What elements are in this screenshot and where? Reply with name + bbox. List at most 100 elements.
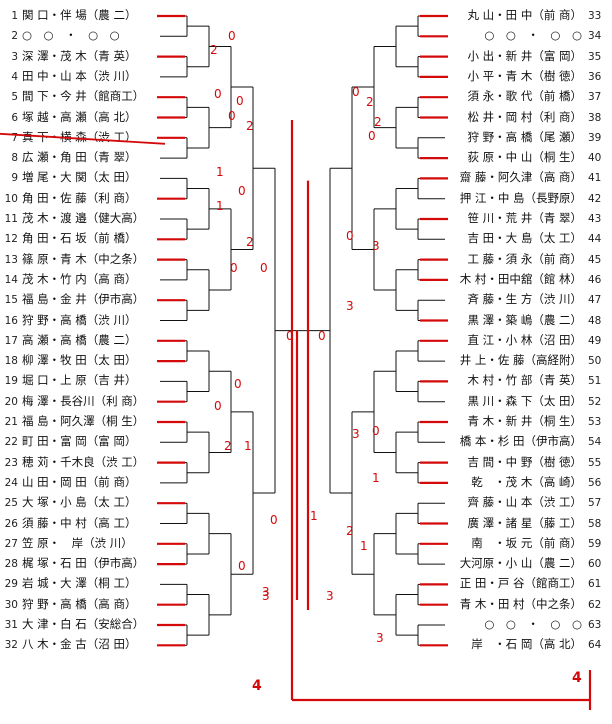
entry-number: 53 xyxy=(588,416,602,428)
score-mark: 0 xyxy=(236,94,244,108)
right-entry-row: 橋 本・杉 田（伊市高）54 xyxy=(420,432,610,450)
right-entry-row: 須 永・歌 代（前 橋）37 xyxy=(420,87,610,105)
score-mark: 0 xyxy=(368,129,376,143)
entry-number: 26 xyxy=(4,517,18,530)
right-entry-row: 荻 原・中 山（桐 生）40 xyxy=(420,148,610,166)
score-mark: 2 xyxy=(210,43,218,57)
entry-number: 33 xyxy=(588,10,602,22)
entry-number: 48 xyxy=(588,314,602,327)
right-entry-row: 正 田・戸 谷（館商工）61 xyxy=(420,574,610,592)
entry-pair-name: 塚 越・高 瀬（高 北） xyxy=(22,109,137,124)
entry-pair-name: 黒 澤・築 嶋（農 二） xyxy=(467,312,582,327)
score-mark: 3 xyxy=(326,589,334,603)
entry-pair-name: 梅 澤・長谷川（利 商） xyxy=(22,393,145,408)
bottom-left-number: 4 xyxy=(252,678,262,694)
entry-number: 22 xyxy=(4,436,18,449)
score-mark: 0 xyxy=(228,29,236,43)
score-mark: 0 xyxy=(346,229,354,243)
score-mark: 1 xyxy=(310,509,318,523)
entry-number: 8 xyxy=(11,152,18,165)
entry-number: 63 xyxy=(588,619,602,631)
right-entry-row: 小 出・新 井（富 岡）35 xyxy=(420,47,610,65)
right-entry-row: 丸 山・田 中（前 商） 33 xyxy=(420,6,610,24)
score-mark: 1 xyxy=(372,471,380,485)
entry-pair-name: ○ ○ ・ ○ ○ xyxy=(22,28,120,43)
entry-number: 37 xyxy=(588,91,602,104)
entry-pair-name: 堀 口・上 原（吉 井） xyxy=(22,373,137,388)
entry-pair-name: 福 島・阿久澤（桐 生） xyxy=(22,414,145,428)
entry-number: 56 xyxy=(588,476,602,489)
entry-number: 46 xyxy=(588,273,602,286)
entry-number: 12 xyxy=(4,233,18,246)
right-entry-row: 松 井・岡 村（利 商）38 xyxy=(420,108,610,126)
right-entry-row: 青 木・田 村（中之条）62 xyxy=(420,595,610,613)
entry-number: 64 xyxy=(588,639,602,652)
right-entry-row: 笹 川・荒 井（青 翠）43 xyxy=(420,209,610,227)
entry-number: 11 xyxy=(4,213,18,225)
score-mark: 2 xyxy=(246,119,254,133)
entry-number: 30 xyxy=(4,598,18,611)
left-entry-row: 9 増 尾・大 関（太 田） xyxy=(0,168,136,186)
entry-number: 39 xyxy=(588,131,602,144)
entry-pair-name: 斉 藤・生 方（渋 川） xyxy=(467,292,582,307)
right-entry-row: 押 江・中 島（長野原）42 xyxy=(420,189,610,207)
score-mark: 1 xyxy=(244,439,252,453)
entry-pair-name: 吉 田・大 島（太 工） xyxy=(467,231,582,246)
entry-number: 29 xyxy=(4,578,18,591)
entry-pair-name: 大 塚・小 島（太 工） xyxy=(22,495,137,510)
entry-pair-name: 青 木・新 井（桐 生） xyxy=(467,414,582,428)
entry-pair-name: 松 井・岡 村（利 商） xyxy=(467,109,582,124)
entry-number: 47 xyxy=(588,294,602,307)
entry-pair-name: 柳 澤・牧 田（太 田） xyxy=(22,353,137,368)
score-mark: 2 xyxy=(224,439,232,453)
right-entry-row: 直 江・小 林（沼 田）49 xyxy=(420,331,610,349)
entry-number: 16 xyxy=(4,314,18,327)
entry-pair-name: 小 平・青 木（樹 徳） xyxy=(467,68,582,83)
right-entry-row: 齋 藤・阿久津（高 商）41 xyxy=(420,168,610,186)
left-entry-row: 2○ ○ ・ ○ ○ xyxy=(0,26,120,44)
entry-pair-name: 大 津・白 石（安総合） xyxy=(22,617,145,631)
entry-number: 27 xyxy=(4,537,18,550)
entry-number: 55 xyxy=(588,456,602,469)
entry-number: 58 xyxy=(588,517,602,530)
entry-number: 36 xyxy=(588,70,602,83)
entry-pair-name: 井 上・佐 藤（高経附） xyxy=(459,353,582,368)
entry-pair-name: 齊 藤・山 本（渋 工） xyxy=(467,495,582,510)
left-entry-row: 27 笠 原・ 岸（渋 川） xyxy=(0,534,133,552)
entry-pair-name: 岸 ・石 岡（高 北） xyxy=(471,637,582,652)
entry-number: 7 xyxy=(11,131,18,144)
score-mark: 0 xyxy=(228,109,236,123)
score-mark: 3 xyxy=(372,239,380,253)
entry-pair-name: 笠 原・ 岸（渋 川） xyxy=(22,535,133,550)
entry-pair-name: 角 田・石 坂（前 橋） xyxy=(22,231,137,246)
entry-pair-name: 小 出・新 井（富 岡） xyxy=(467,48,582,63)
entry-number: 19 xyxy=(4,375,18,388)
score-mark: 1 xyxy=(360,539,368,553)
entry-pair-name: 丸 山・田 中（前 商） xyxy=(467,8,582,22)
entry-number: 17 xyxy=(4,334,18,347)
right-entry-row: 工 藤・須 永（前 商）45 xyxy=(420,250,610,268)
entry-number: 31 xyxy=(4,619,18,631)
entry-pair-name: 廣 澤・諸 星（藤 工） xyxy=(467,515,582,530)
entry-pair-name: 田 中・山 本（渋 川） xyxy=(22,68,137,83)
entry-number: 9 xyxy=(11,172,18,185)
entry-number: 32 xyxy=(4,639,18,652)
score-mark: 2 xyxy=(246,235,254,249)
score-mark: 1 xyxy=(216,199,224,213)
entry-pair-name: 木 村・田中舘（館 林） xyxy=(459,271,582,286)
entry-pair-name: 増 尾・大 関（太 田） xyxy=(22,170,137,185)
score-mark: 2 xyxy=(366,95,374,109)
entry-number: 6 xyxy=(11,111,18,124)
score-mark: 2 xyxy=(346,524,354,538)
